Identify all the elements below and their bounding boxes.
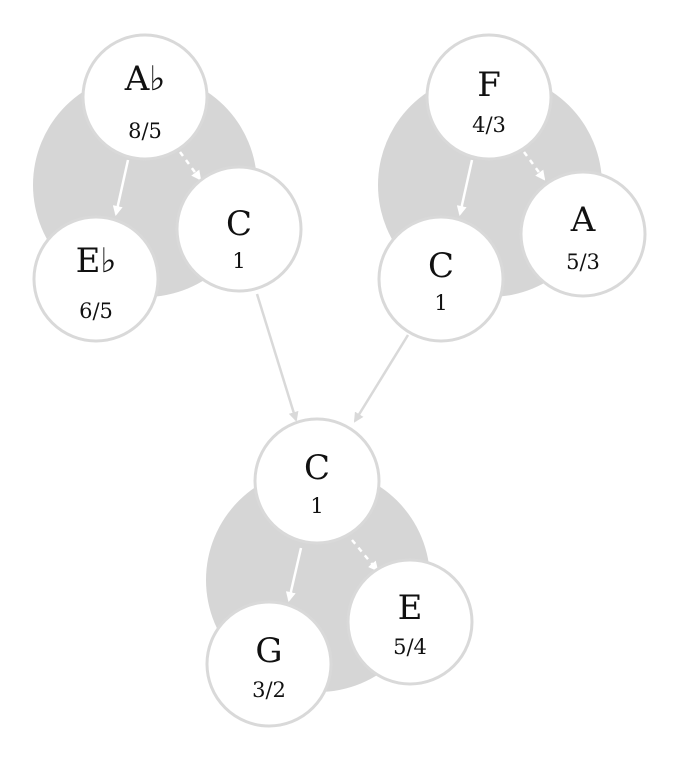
node-c-upper-right: C 1 xyxy=(377,215,505,343)
node-a-ratio: 5/3 xyxy=(566,250,600,274)
link-c-upper-right-to-c-bottom xyxy=(353,334,410,423)
node-f-ratio: 4/3 xyxy=(472,113,506,137)
arrow-ab-to-eb xyxy=(112,159,130,216)
node-eb: E♭ 6/5 xyxy=(32,215,160,343)
arrow-f-to-c xyxy=(456,159,474,216)
link-c-upper-left-to-c-bottom xyxy=(255,293,299,422)
node-c-bottom-note: C xyxy=(304,448,330,488)
node-c-upper-left-ratio: 1 xyxy=(232,249,245,273)
arrow-c-to-e xyxy=(351,539,379,572)
node-c-upper-left-note: C xyxy=(226,204,252,244)
node-eb-note: E♭ xyxy=(76,241,117,281)
node-f: F 4/3 xyxy=(425,33,553,161)
node-e: E 5/4 xyxy=(346,558,474,686)
node-a: A 5/3 xyxy=(519,170,647,298)
arrow-c-to-g xyxy=(285,547,303,602)
node-eb-ratio: 6/5 xyxy=(79,299,113,323)
node-g: G 3/2 xyxy=(205,600,333,728)
node-ab-ratio: 8/5 xyxy=(128,119,162,143)
node-ab-note: A♭ xyxy=(124,59,166,99)
node-c-upper-right-note: C xyxy=(428,246,454,286)
node-c-upper-right-ratio: 1 xyxy=(434,291,447,315)
node-e-ratio: 5/4 xyxy=(393,635,427,659)
node-ab: A♭ 8/5 xyxy=(81,33,209,161)
node-e-note: E xyxy=(398,588,423,628)
node-c-bottom: C 1 xyxy=(253,417,381,545)
node-f-note: F xyxy=(477,65,501,105)
node-g-note: G xyxy=(255,631,282,671)
node-c-upper-left: C 1 xyxy=(175,165,303,293)
node-a-note: A xyxy=(570,200,596,240)
node-c-bottom-ratio: 1 xyxy=(310,494,323,518)
node-g-ratio: 3/2 xyxy=(252,678,286,702)
